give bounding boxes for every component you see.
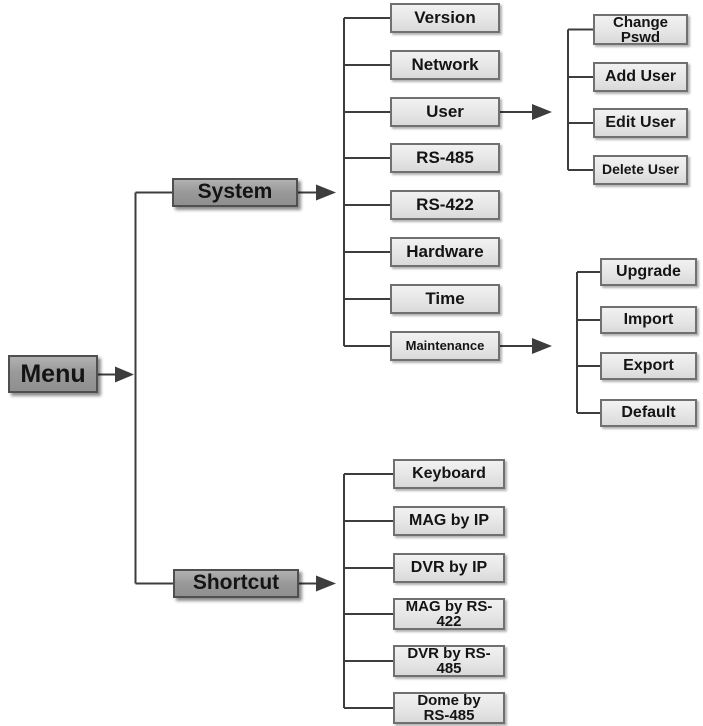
node-change-pswd: Change Pswd	[593, 14, 688, 45]
node-rs485: RS-485	[390, 143, 500, 173]
maintenance-arrow	[500, 338, 552, 354]
node-rs422: RS-422	[390, 190, 500, 220]
node-time: Time	[390, 284, 500, 314]
maintenance-children-bracket	[576, 271, 600, 414]
node-dvr-by-ip: DVR by IP	[393, 553, 505, 583]
node-maintenance: Maintenance	[390, 331, 500, 361]
node-export: Export	[600, 352, 697, 380]
node-add-user: Add User	[593, 62, 688, 92]
node-mag-by-ip: MAG by IP	[393, 506, 505, 536]
node-upgrade: Upgrade	[600, 258, 697, 286]
node-network: Network	[390, 50, 500, 80]
node-version: Version	[390, 3, 500, 33]
node-import: Import	[600, 306, 697, 334]
user-arrow	[500, 104, 552, 120]
node-keyboard: Keyboard	[393, 459, 505, 489]
node-edit-user: Edit User	[593, 108, 688, 138]
node-shortcut: Shortcut	[173, 569, 299, 598]
node-user: User	[390, 97, 500, 127]
menu-arrow	[98, 366, 134, 383]
system-children-bracket	[343, 17, 390, 347]
shortcut-children-bracket	[343, 473, 393, 709]
system-arrow	[298, 184, 336, 201]
node-default: Default	[600, 399, 697, 427]
node-delete-user: Delete User	[593, 155, 688, 185]
node-hardware: Hardware	[390, 237, 500, 267]
node-dome-by-rs485: Dome by RS-485	[393, 692, 505, 724]
user-children-bracket	[567, 28, 593, 171]
node-menu: Menu	[8, 355, 98, 393]
node-mag-by-rs422: MAG by RS- 422	[393, 598, 505, 630]
node-system: System	[172, 178, 298, 207]
node-dvr-by-rs485: DVR by RS- 485	[393, 645, 505, 677]
shortcut-arrow	[299, 575, 336, 592]
main-bracket	[134, 191, 173, 585]
